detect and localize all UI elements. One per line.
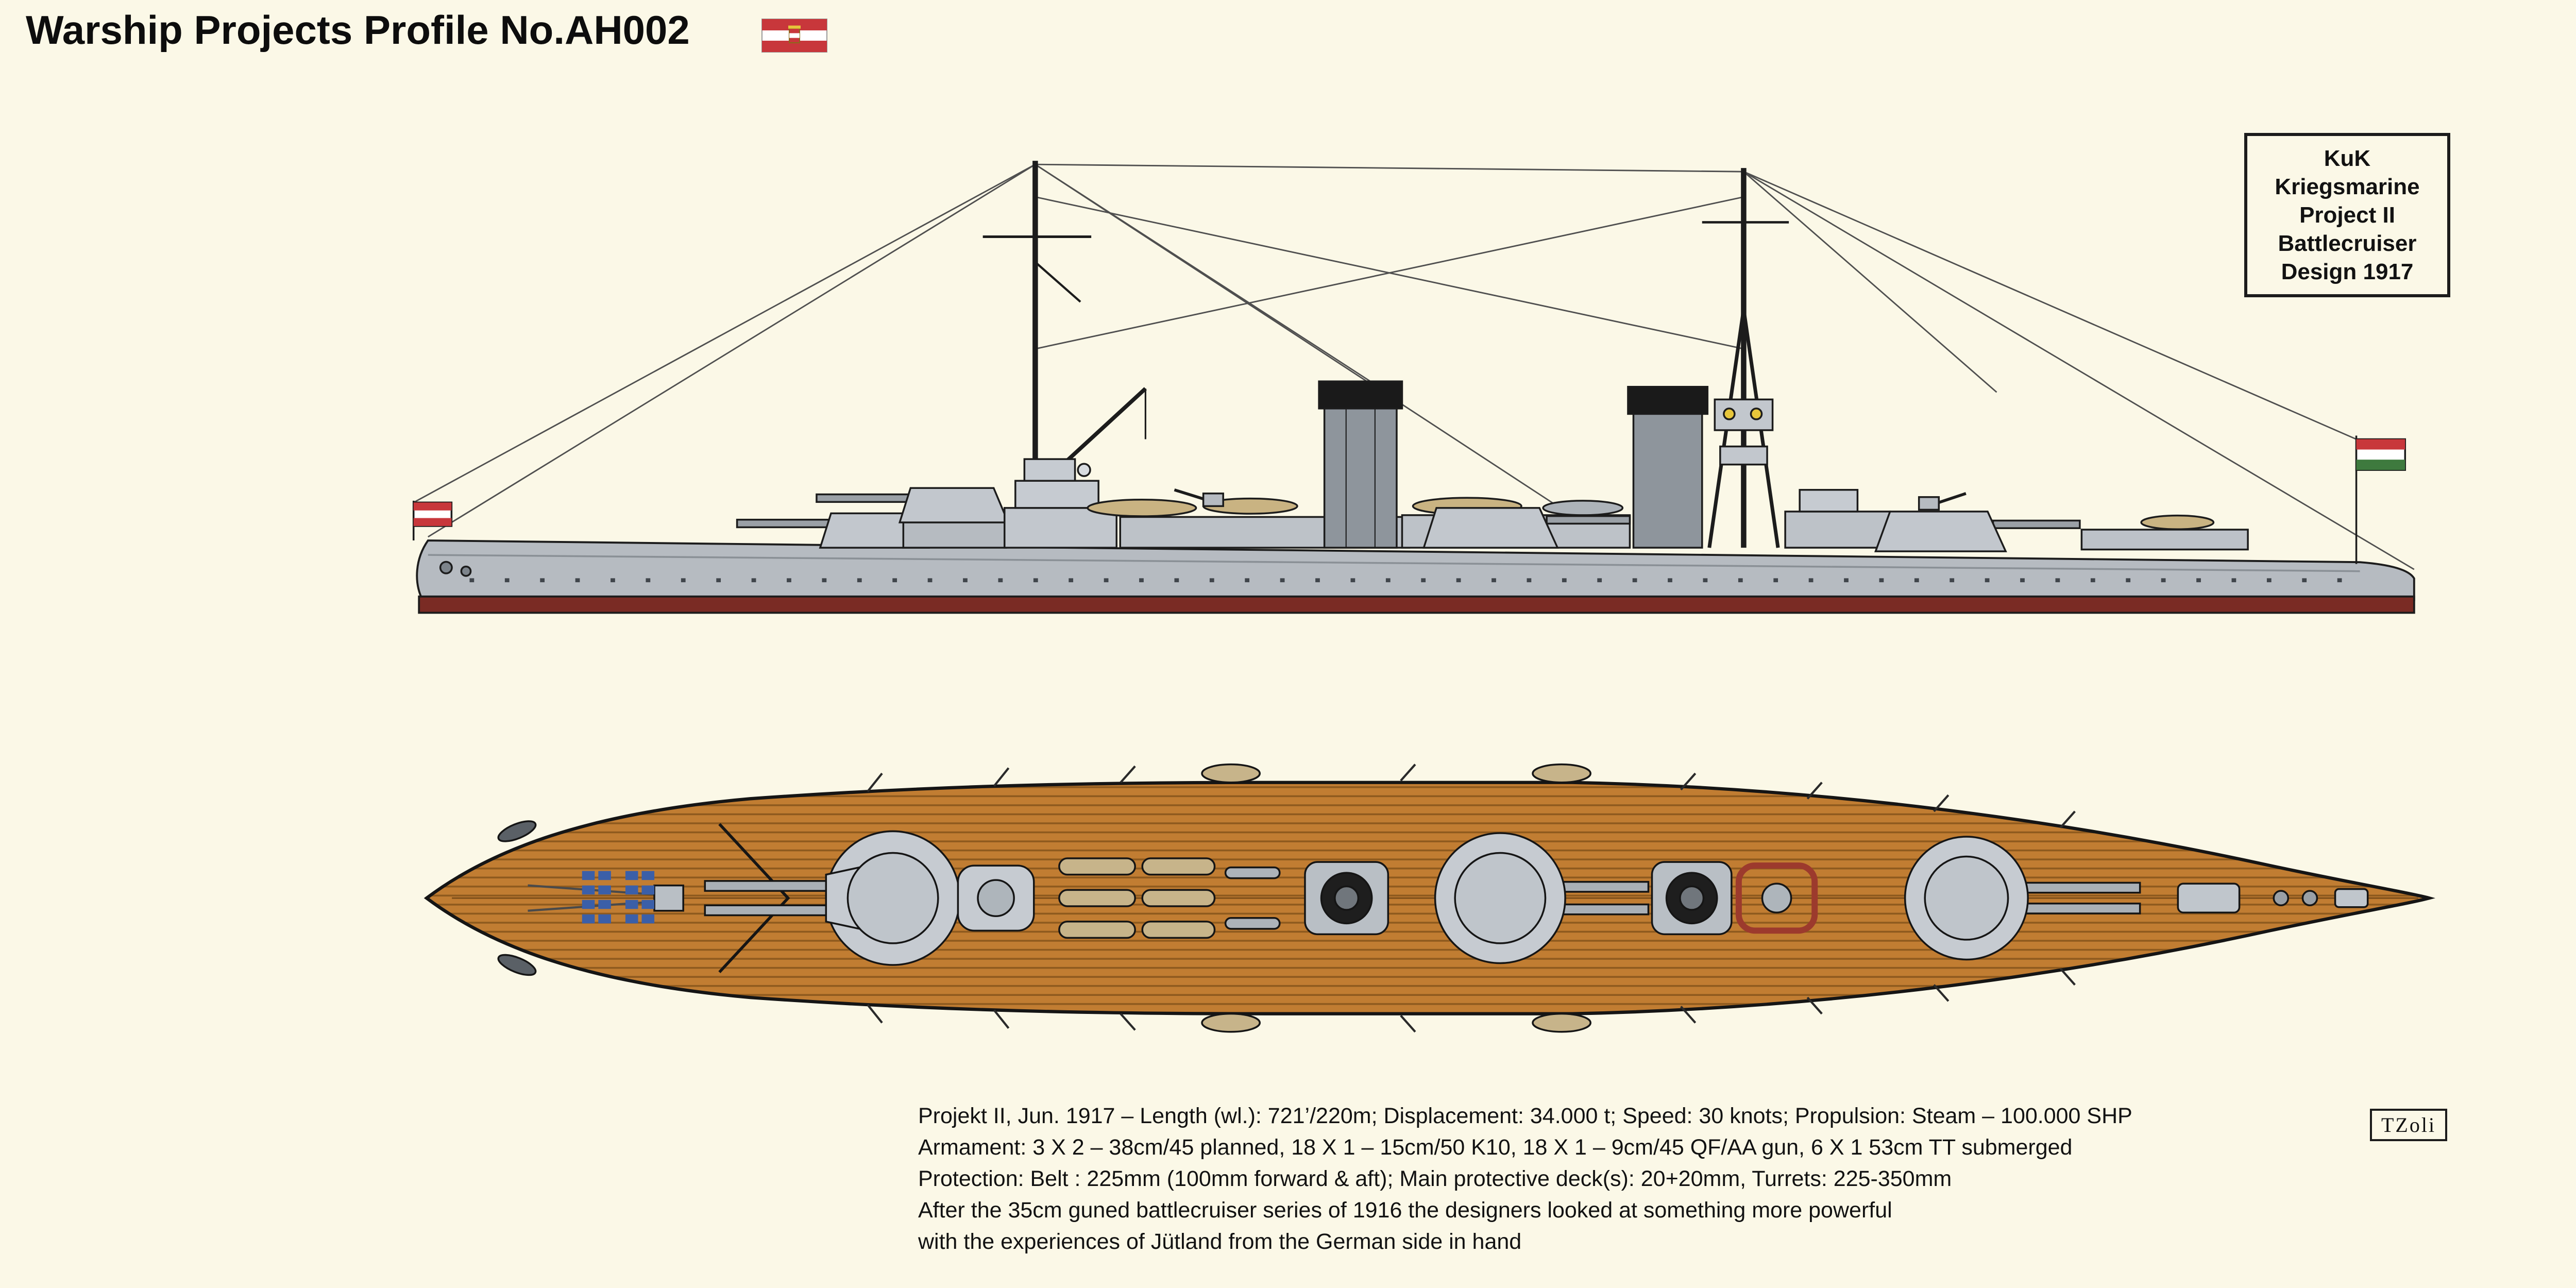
waterline-stripe — [418, 595, 2415, 614]
midship-turret-plan — [1434, 832, 1650, 964]
searchlight — [1077, 463, 1091, 477]
midship-turret — [1422, 507, 1559, 549]
boat-cluster — [1058, 857, 1216, 939]
spec-line-history-2: with the experiences of Jütland from the… — [918, 1229, 1522, 1254]
windlass — [653, 884, 684, 912]
aft-turret-guns — [1992, 519, 2081, 529]
midship-turret-guns — [1546, 515, 1631, 525]
conning-tower — [1023, 458, 1076, 482]
stern-fitting — [2334, 888, 2369, 908]
davits — [867, 764, 2076, 1033]
spec-line-armament: Armament: 3 X 2 – 38cm/45 planned, 18 X … — [918, 1135, 2073, 1160]
rangefinder-light — [1750, 408, 1763, 420]
aft-funnel-plan — [1651, 861, 1733, 936]
breakwater — [718, 823, 790, 973]
aft-deckhouse — [1784, 511, 1891, 549]
secondary-gun-barrel — [1174, 488, 1204, 501]
spec-line-protection: Protection: Belt : 225mm (100mm forward … — [918, 1166, 1952, 1191]
secondary-gun-barrel — [1938, 492, 1967, 504]
spec-line-history-1: After the 35cm guned battlecruiser serie… — [918, 1198, 1892, 1223]
project-info-box: KuK Kriegsmarine Project II Battlecruise… — [2244, 133, 2450, 297]
bridge-mid — [1014, 480, 1099, 509]
aft-tower-plan — [1761, 883, 1792, 914]
forward-funnel — [1318, 380, 1403, 549]
anchor-icon — [497, 820, 537, 842]
ship-boat — [1542, 500, 1624, 516]
forward-turret-plan — [704, 830, 961, 966]
stern-ensign-flag — [2355, 438, 2406, 471]
info-line-year: Design 1917 — [2281, 259, 2414, 284]
aft-funnel — [1627, 386, 1709, 549]
info-line-project: Project II — [2299, 202, 2395, 228]
davit-boats — [1201, 763, 1591, 1033]
info-line-fleet: KuK Kriegsmarine — [2275, 146, 2420, 199]
page-title: Warship Projects Profile No.AH002 — [26, 7, 690, 53]
turret-b-guns — [816, 493, 916, 503]
plan-top-view — [423, 763, 2435, 1033]
anchor-icon — [497, 954, 537, 976]
aft-turret-plan — [1904, 836, 2141, 961]
aft-skylight — [2177, 883, 2241, 914]
mainmast-tripod — [1702, 168, 1789, 548]
anchor-icon — [460, 565, 472, 577]
skylights — [582, 871, 655, 924]
forward-funnel-plan — [1304, 861, 1389, 936]
ship-boat — [1087, 498, 1197, 517]
rangefinder-light — [1723, 408, 1736, 420]
ensign-shield — [788, 25, 801, 43]
aft-turret — [1874, 511, 2007, 552]
aft-tower — [1799, 489, 1859, 513]
ship-boat — [2140, 514, 2215, 531]
small-boat — [1224, 866, 1281, 879]
specification-text-block: Projekt II, Jun. 1917 – Length (wl.): 72… — [918, 1100, 2132, 1258]
secondary-gun-mount — [1202, 493, 1224, 507]
bow-jack-flag — [412, 501, 453, 527]
info-line-type: Battlecruiser — [2278, 231, 2417, 256]
turret-b-barbette — [902, 521, 1008, 549]
quarterdeck-house — [2080, 529, 2249, 551]
capstan — [2273, 890, 2290, 906]
turret-a-guns — [736, 518, 832, 529]
austro-hungarian-ensign-icon — [761, 19, 827, 53]
capstan — [2301, 890, 2318, 906]
artist-signature: TZoli — [2370, 1109, 2448, 1141]
rigging-lines — [413, 163, 2415, 570]
anchor-icon — [439, 561, 453, 574]
turret-b — [898, 487, 1010, 523]
searchlight-platform — [1719, 445, 1768, 466]
red-coaming — [1735, 862, 1818, 934]
deck-edge-line — [428, 554, 2360, 572]
spec-line-dimensions: Projekt II, Jun. 1917 – Length (wl.): 72… — [918, 1104, 2132, 1128]
conning-tower-plan — [977, 879, 1015, 918]
small-boat — [1224, 917, 1281, 930]
bridge-lower — [1004, 507, 1117, 549]
hull-side — [416, 539, 2415, 601]
side-profile-view — [412, 161, 2415, 614]
secondary-gun-mount — [1918, 496, 1940, 511]
